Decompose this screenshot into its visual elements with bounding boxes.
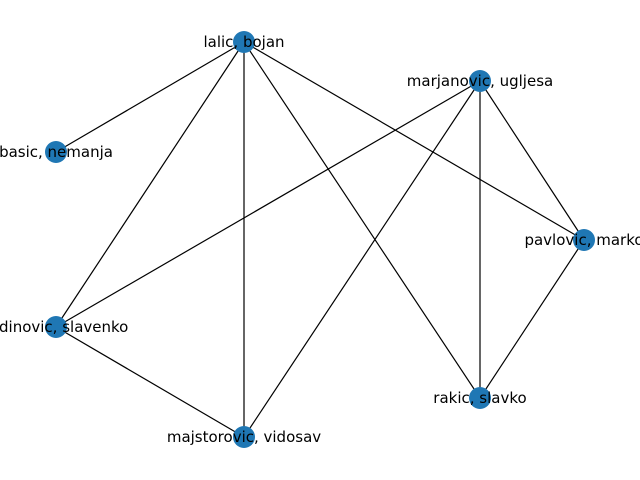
node-label-basic: basic, nemanja (0, 143, 113, 161)
edge-lalic-pavlovic (243, 41, 585, 241)
label-layer: lalic, bojan marjanovic, ugljesa basic, ne… (0, 33, 640, 446)
node-label-pavlovic: pavlovic, marko (524, 231, 640, 249)
edge-pavlovic-rakic (479, 239, 585, 399)
node-label-lalic: lalic, bojan (203, 33, 284, 51)
node-lalic (233, 31, 255, 53)
node-basic (45, 141, 67, 163)
node-majstorovic (233, 426, 255, 448)
edge-marjanovic-pavlovic (479, 80, 585, 241)
edge-layer (55, 41, 585, 438)
node-marjanovic (469, 70, 491, 92)
node-radinovic (45, 316, 67, 338)
edge-lalic-radinovic (55, 41, 245, 328)
edge-lalic-basic (55, 41, 245, 153)
edge-lalic-rakic (243, 41, 481, 399)
edge-marjanovic-majstorovic (243, 80, 481, 438)
edge-marjanovic-radinovic (55, 80, 481, 328)
node-label-majstorovic: majstorovic, vidosav (167, 428, 321, 446)
node-label-radinovic: radinovic, slavenko (0, 318, 128, 336)
node-layer (45, 31, 595, 448)
node-pavlovic (573, 229, 595, 251)
node-label-rakic: rakic, slavko (433, 389, 526, 407)
node-rakic (469, 387, 491, 409)
node-label-marjanovic: marjanovic, ugljesa (407, 72, 553, 90)
edge-radinovic-majstorovic (55, 326, 245, 438)
